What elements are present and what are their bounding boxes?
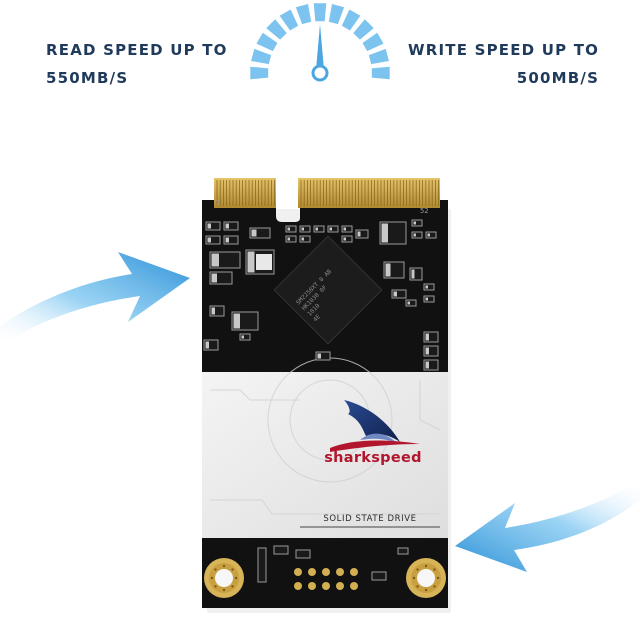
read-speed-line2: 550MB/S [46,69,129,87]
pcb-components [203,219,439,371]
speedometer-icon [250,3,390,82]
arrow-in-left-icon [0,252,190,346]
brand-name: sharkspeed [324,450,422,466]
pin-label-left: 2 [216,199,221,207]
read-speed-text: READ SPEED UP TO 550MB/S [46,36,228,92]
pin-label-right: 52 [420,207,429,215]
gold-contacts [214,178,440,208]
mounting-hole-left [204,558,244,598]
write-speed-line2: 500MB/S [516,69,600,87]
write-speed-line1: WRITE SPEED UP TO [408,41,600,59]
read-speed-line1: READ SPEED UP TO [46,41,228,59]
shark-fin-logo [330,400,420,452]
mounting-hole-right [406,558,446,598]
ssd-card [202,178,448,608]
write-speed-text: WRITE SPEED UP TO 500MB/S [408,36,599,92]
arrow-in-right-icon [455,480,640,572]
solid-state-drive-label: SOLID STATE DRIVE [323,514,417,524]
